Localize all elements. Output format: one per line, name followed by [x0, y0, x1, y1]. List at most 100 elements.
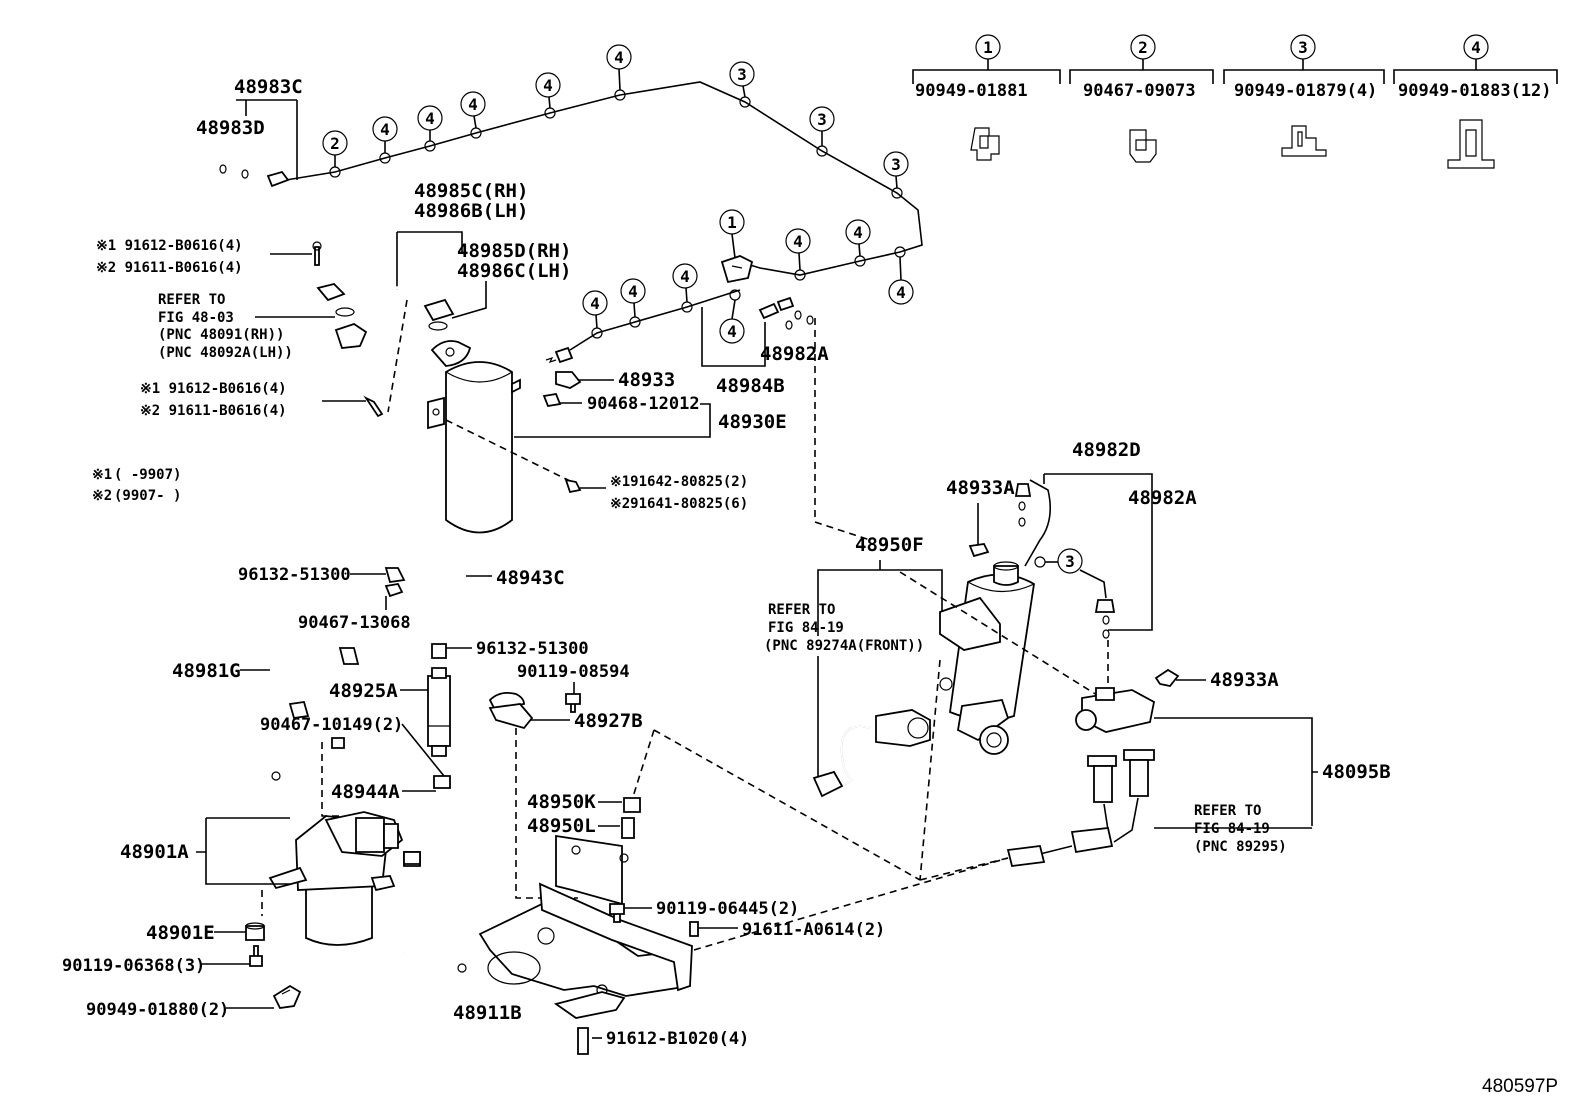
marker-label: 4 — [1471, 38, 1481, 57]
pipe-marker-4: 4 — [372, 116, 398, 153]
marker-label: 4 — [793, 232, 803, 251]
legend-part-4: 90949-01883(12) — [1398, 81, 1552, 101]
label-refer3-b: FIG 84-19 — [1194, 821, 1270, 837]
marker-label: 4 — [425, 109, 435, 128]
marker-label: 4 — [727, 322, 737, 341]
marker-label: 4 — [380, 120, 390, 139]
marker-label: 4 — [680, 267, 690, 286]
clip-1-icon — [970, 127, 1000, 161]
marker-label: 4 — [614, 48, 624, 67]
pipe-marker-4: 4 — [460, 91, 486, 129]
filter-48925A-icon — [427, 667, 451, 757]
label-refer3-a: REFER TO — [1194, 803, 1261, 819]
pipe-marker-4: 4 — [606, 44, 632, 91]
note-range1-mark: ※1 — [92, 467, 112, 483]
label-refer1-d: (PNC 48092A(LH)) — [158, 345, 293, 361]
label-48933: 48933 — [618, 369, 675, 391]
marker-label: 4 — [590, 294, 600, 313]
label-96132-51300-a: 96132-51300 — [238, 565, 351, 585]
label-48983D: 48983D — [196, 117, 265, 139]
label-refer3-c: (PNC 89295) — [1194, 839, 1287, 855]
label-refer2-b: FIG 84-19 — [768, 620, 844, 636]
clip-2-icon — [1129, 129, 1157, 163]
label-bolt2-line1: ※1 91612-B0616(4) — [140, 381, 287, 397]
pipe-marker-3: 3 — [883, 151, 909, 189]
label-48950K: 48950K — [527, 791, 596, 813]
legend-part-1: 90949-01881 — [915, 81, 1028, 101]
marker-label: 3 — [891, 155, 901, 174]
label-refer2-a: REFER TO — [768, 602, 835, 618]
junction-clip-icon — [720, 255, 754, 284]
label-48984B: 48984B — [716, 375, 785, 397]
label-48901E: 48901E — [146, 922, 215, 944]
bracket-48911B-icon — [457, 834, 693, 1019]
mount-48901E-icon — [245, 922, 265, 941]
diagram-id: 480597P — [1482, 1076, 1558, 1097]
marker-label: 4 — [543, 76, 553, 95]
clip-90949-01880-icon — [272, 984, 302, 1009]
pipe-clip-markers: 2 4 4 4 4 4 3 3 3 4 4 4 1 4 4 4 4 — [322, 44, 914, 344]
hose-48985C-icon — [312, 241, 455, 349]
label-48981G: 48981G — [172, 660, 241, 682]
label-48927B: 48927B — [574, 710, 643, 732]
label-bolt2-line2: ※2 91611-B0616(4) — [140, 403, 287, 419]
label-90467-10149: 90467-10149(2) — [260, 715, 403, 735]
label-bolt3-line1: ※191642-80825(2) — [610, 474, 748, 490]
marker-label: 4 — [896, 283, 906, 302]
marker-label: 4 — [853, 223, 863, 242]
marker-label: 2 — [1138, 38, 1148, 57]
pipe-marker-3: 3 — [729, 61, 755, 98]
label-48950F: 48950F — [855, 534, 924, 556]
pipe-marker-4: 4 — [672, 263, 698, 303]
label-48944A: 48944A — [331, 781, 400, 803]
label-90468-12012: 90468-12012 — [587, 394, 700, 414]
pipe-marker-4: 4 — [888, 256, 914, 305]
pipe-marker-4: 4 — [845, 219, 871, 257]
pipe-marker-4: 4 — [620, 278, 646, 318]
fittings-48982A-icon — [545, 296, 814, 364]
marker-label: 3 — [817, 110, 827, 129]
pipe-marker-3: 3 — [809, 106, 835, 146]
label-48982A-top: 48982A — [760, 343, 829, 365]
label-refer1-b: FIG 48-03 — [158, 310, 234, 326]
hose-48981G-icon — [271, 647, 360, 720]
label-refer2-c: (PNC 89274A(FRONT)) — [764, 638, 924, 654]
label-48933A-top: 48933A — [946, 477, 1015, 499]
label-48925A: 48925A — [329, 680, 398, 702]
bracket-48927B-icon — [488, 691, 534, 730]
label-refer1-a: REFER TO — [158, 292, 225, 308]
pipe-marker-4: 4 — [417, 105, 443, 141]
solenoid-valve-48095B-icon — [1006, 687, 1156, 867]
hose-48982D-icon — [1014, 479, 1116, 639]
label-bolt1-line2: ※2 91611-B0616(4) — [96, 260, 243, 276]
note-range2-mark: ※2 — [92, 488, 112, 504]
marker-label: 3 — [1298, 38, 1308, 57]
legend-marker-1: 1 — [975, 34, 1001, 60]
pipe-marker-4: 4 — [719, 299, 745, 344]
legend-marker-3: 3 — [1290, 34, 1316, 60]
label-90119-06445: 90119-06445(2) — [656, 899, 799, 919]
note-range1-text: ( -9907) — [114, 467, 181, 483]
note-range2-text: (9907- ) — [114, 488, 181, 504]
marker-label: 1 — [727, 213, 737, 232]
compressor-cylinder-48950F-icon — [939, 561, 1035, 755]
label-48985D: 48985D(RH) — [457, 240, 571, 262]
label-48982D: 48982D — [1072, 439, 1141, 461]
legend: 1 2 3 4 90949-01881 90467-09073 90949-01… — [912, 34, 1558, 169]
compressor-motor-48901A-icon — [268, 737, 421, 974]
label-96132-51300-b: 96132-51300 — [476, 639, 589, 659]
pipe-marker-2: 2 — [322, 130, 348, 167]
marker-label: 3 — [1065, 552, 1075, 571]
clip-4-icon — [1447, 119, 1495, 169]
marker-label: 2 — [330, 134, 340, 153]
label-48095B: 48095B — [1322, 761, 1391, 783]
pipe-marker-4: 4 — [582, 290, 608, 329]
label-91612-B1020: 91612-B1020(4) — [606, 1029, 749, 1049]
legend-part-3: 90949-01879(4) — [1234, 81, 1377, 101]
sensor-harness-icon — [812, 709, 931, 798]
label-90467-13068: 90467-13068 — [298, 613, 411, 633]
label-48982A-right: 48982A — [1128, 487, 1197, 509]
legend-marker-4: 4 — [1463, 34, 1489, 60]
label-48986C: 48986C(LH) — [457, 260, 571, 282]
